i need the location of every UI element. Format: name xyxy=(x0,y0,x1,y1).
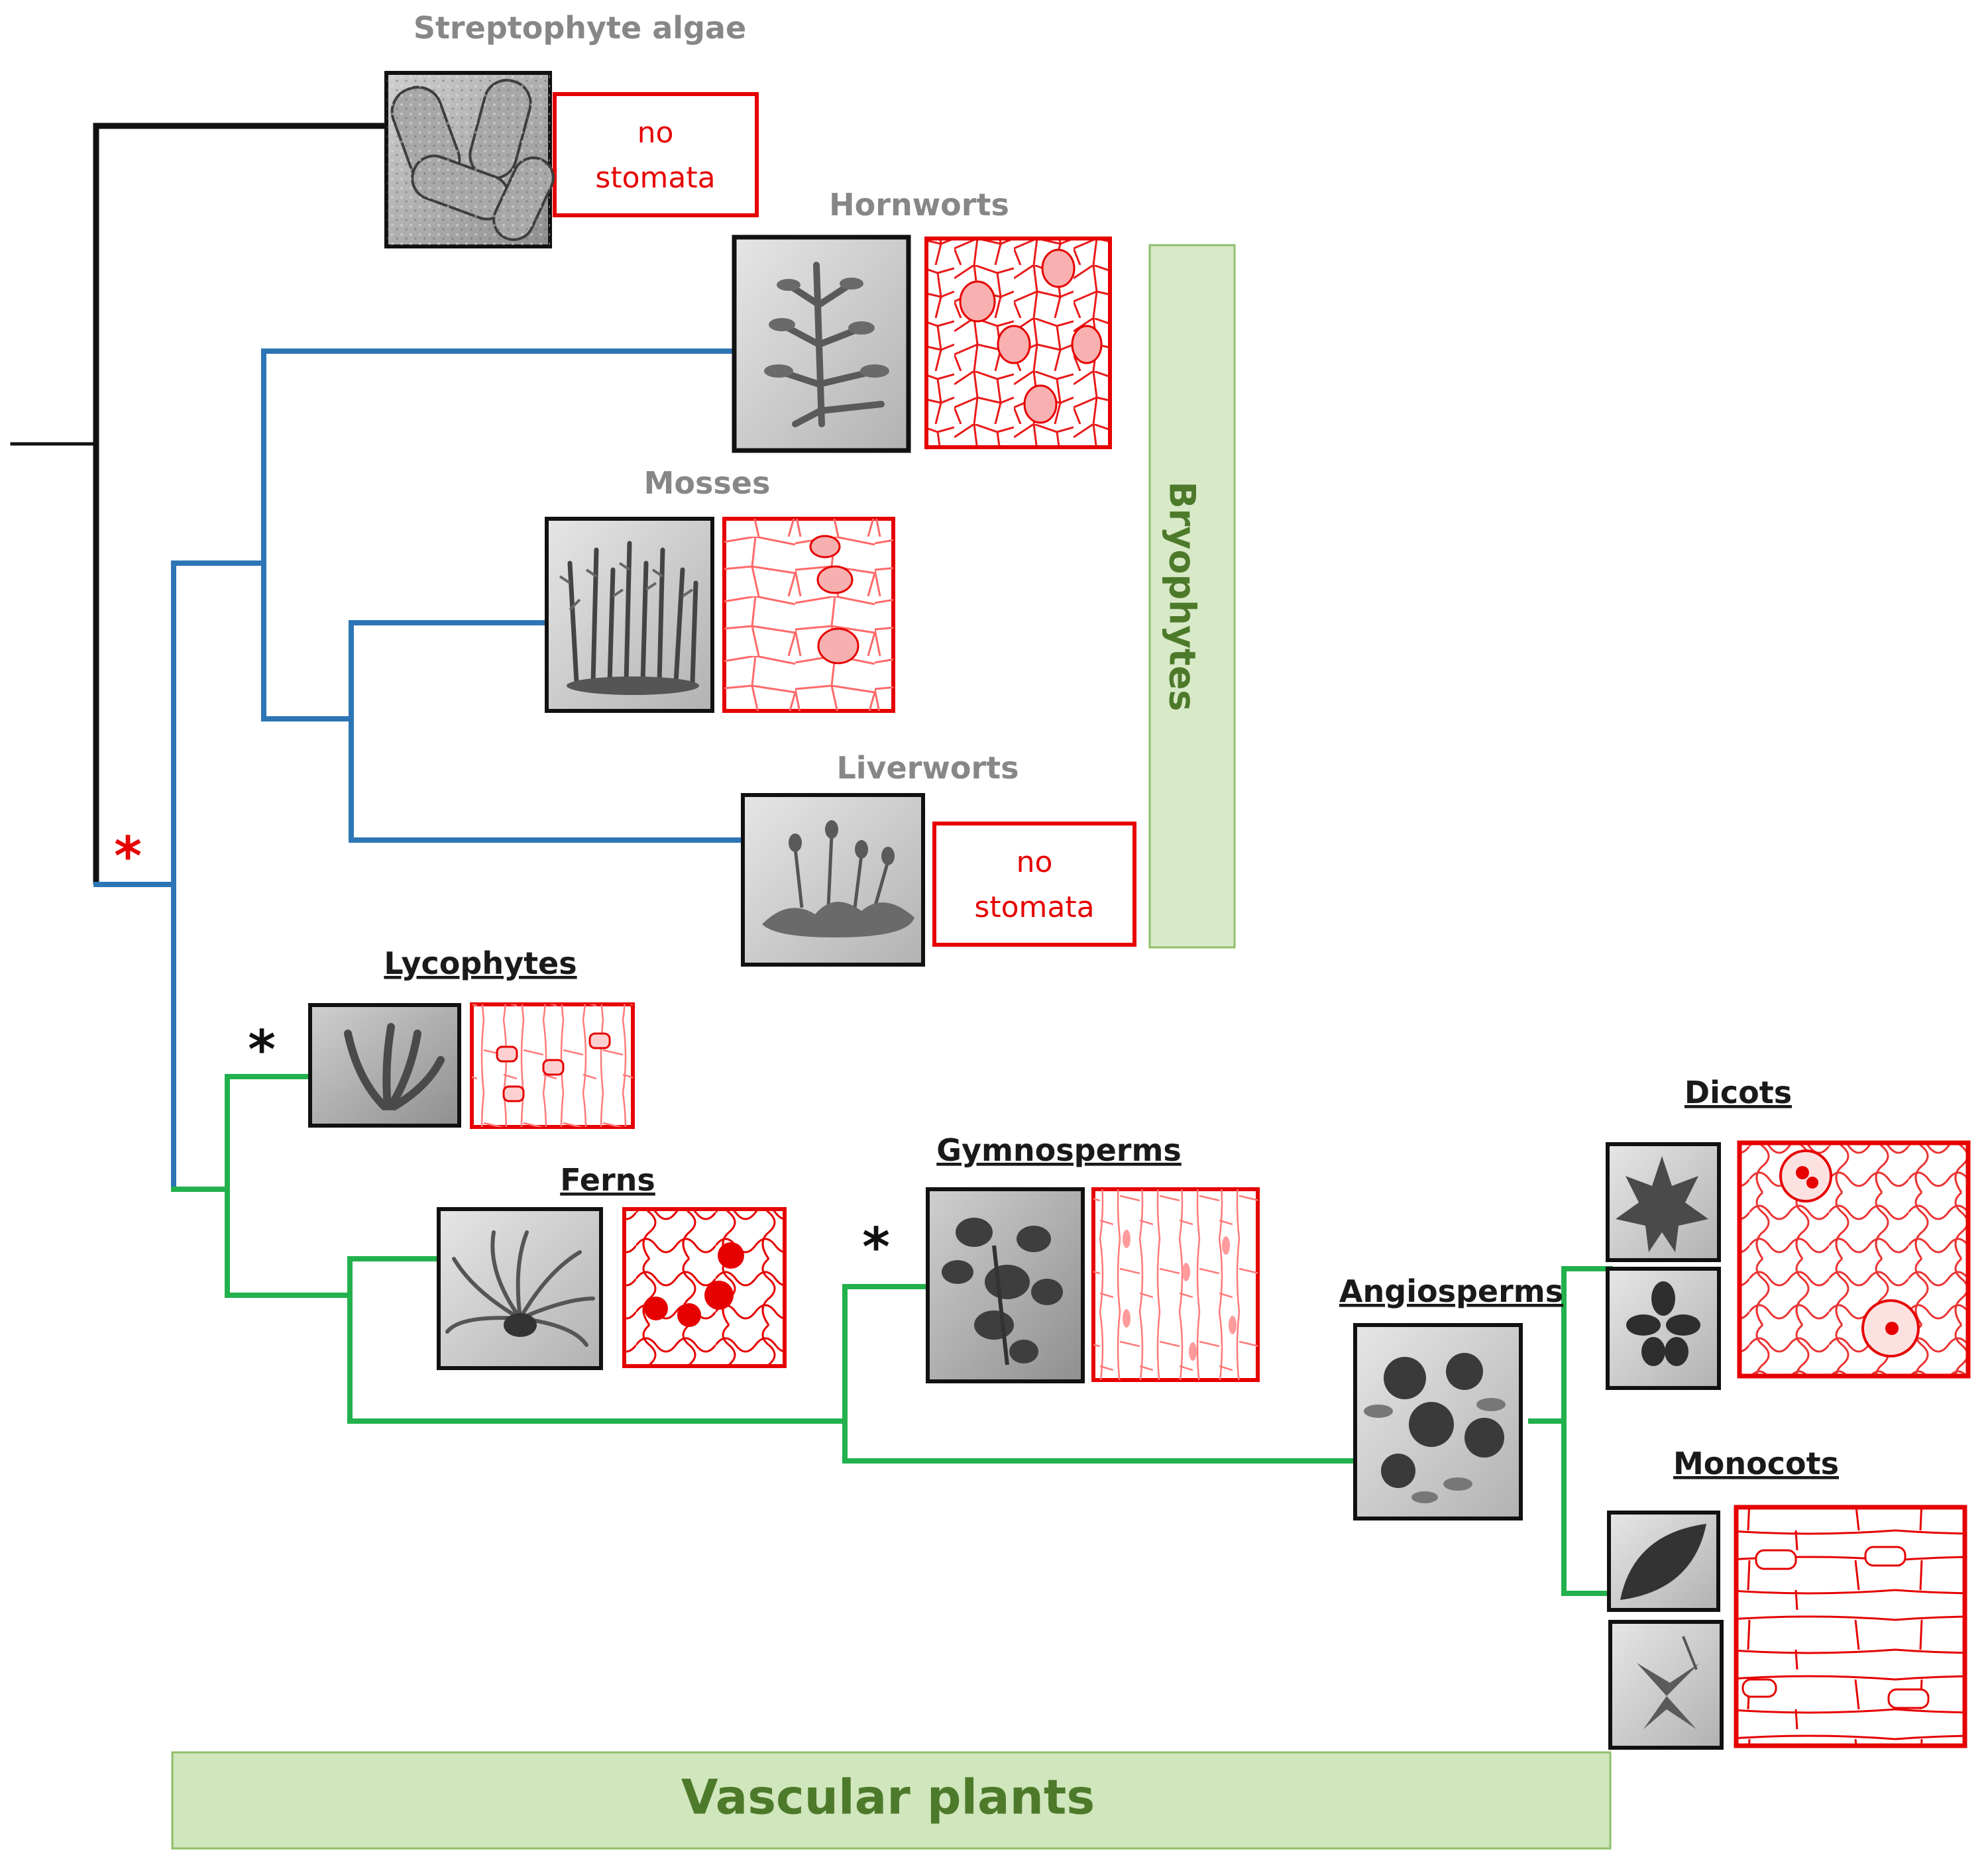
vascular-plants-group-box: Vascular plants xyxy=(171,1751,1612,1850)
no-stomata-line1: no xyxy=(637,116,674,150)
hornwort-stomata-image xyxy=(924,237,1112,449)
monocot-leaf-icon xyxy=(1607,1511,1720,1612)
moss-stomata-image xyxy=(722,517,895,713)
hornwort-plant-icon xyxy=(732,235,911,453)
no-stomata-line2: stomata xyxy=(595,161,715,195)
label-gymnosperms: Gymnosperms xyxy=(936,1132,1182,1168)
label-streptophyte-algae: Streptophyte algae xyxy=(414,10,746,46)
no-stomata-line1: no xyxy=(1017,845,1053,879)
monocot-flower-icon xyxy=(1608,1620,1724,1750)
label-dicots: Dicots xyxy=(1684,1075,1792,1110)
gymnosperm-stomata-image xyxy=(1091,1187,1260,1382)
tree-branches xyxy=(10,123,1613,1596)
lycophyte-plant-icon xyxy=(308,1003,461,1128)
fern-plant-icon xyxy=(437,1207,603,1370)
vascular-branch xyxy=(171,1074,1613,1596)
dicot-flower-icon xyxy=(1606,1267,1721,1390)
algae-cells-icon xyxy=(384,71,555,248)
fern-stomata-image xyxy=(622,1207,787,1368)
label-monocots: Monocots xyxy=(1673,1446,1839,1481)
no-stomata-box-algae: no stomata xyxy=(553,92,759,217)
bryophytes-group-box: Bryophytes xyxy=(1148,244,1236,949)
liverwort-plant-icon xyxy=(741,793,925,967)
monocot-stomata-image xyxy=(1734,1505,1967,1748)
asterisk-gymnosperms: * xyxy=(862,1216,890,1278)
label-liverworts: Liverworts xyxy=(836,750,1019,786)
vascular-plants-label: Vascular plants xyxy=(681,1770,1095,1825)
angiosperm-flower-icon xyxy=(1353,1323,1523,1520)
dicot-leaf-icon xyxy=(1606,1142,1721,1262)
label-hornworts: Hornworts xyxy=(829,187,1009,223)
label-mosses: Mosses xyxy=(644,465,771,501)
label-angiosperms: Angiosperms xyxy=(1339,1273,1563,1309)
asterisk-land-plants: * xyxy=(114,826,142,887)
bryophytes-label: Bryophytes xyxy=(1161,482,1203,712)
moss-plant-icon xyxy=(545,517,714,713)
asterisk-lycophytes: * xyxy=(248,1019,276,1081)
label-ferns: Ferns xyxy=(560,1162,655,1198)
no-stomata-box-liverworts: no stomata xyxy=(932,822,1136,947)
label-lycophytes: Lycophytes xyxy=(384,945,577,981)
bryophyte-branch xyxy=(171,348,745,1192)
gymnosperm-branch-icon xyxy=(926,1187,1085,1383)
stem-to-algae xyxy=(93,123,391,884)
no-stomata-line2: stomata xyxy=(974,890,1094,924)
lycophyte-stomata-image xyxy=(470,1002,635,1129)
dicot-stomata-image xyxy=(1737,1140,1971,1379)
